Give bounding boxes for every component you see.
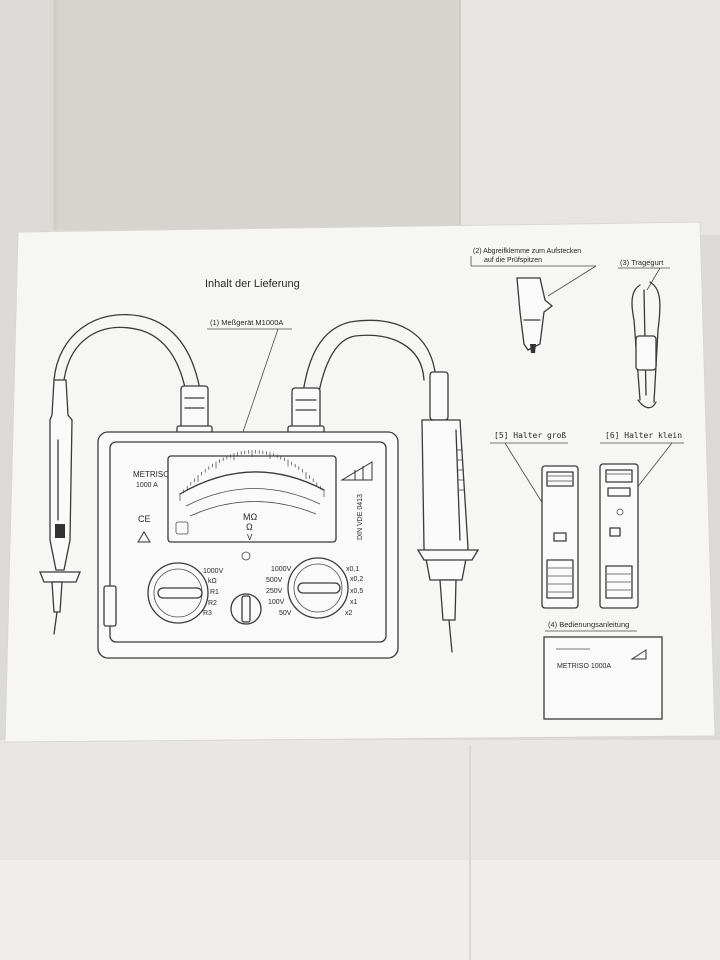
right-dial-50v: 50V: [279, 610, 292, 617]
clip-label-line2: auf die Prüfspitzen: [484, 257, 542, 264]
meter-brand: METRISO: [133, 470, 169, 479]
test-button[interactable]: [230, 551, 262, 625]
holder-large-drawing: [541, 465, 579, 609]
left-dial-r1: R1: [210, 589, 219, 596]
holder-small-label: [6] Halter klein: [605, 431, 682, 440]
right-dial-x1: x1: [350, 599, 358, 606]
unit-v: V: [247, 533, 253, 542]
clip-drawing: [516, 277, 554, 353]
manual-label: (4) Bedienungsanleitung: [548, 620, 629, 629]
left-dial-r3: R3: [203, 610, 212, 617]
zero-adjust: [175, 521, 189, 535]
sheet-title: Inhalt der Lieferung: [205, 278, 300, 290]
meter-label: (1) Meßgerät M1000A: [210, 318, 283, 327]
right-dial-x05: x0,5: [350, 588, 363, 595]
right-dial-1000v: 1000V: [271, 566, 292, 573]
unit-ohm: Ω: [246, 522, 253, 532]
warning-triangle-icon: [137, 531, 151, 543]
left-dial-r2: R2: [208, 600, 217, 607]
right-dial-500v: 500V: [266, 577, 283, 584]
holder-small-drawing: [599, 463, 639, 609]
manual-cover-title: METRISO 1000A: [557, 663, 611, 670]
left-dial-1000v: 1000V: [203, 568, 224, 575]
left-dial-kohm: kΩ: [208, 578, 217, 585]
right-dial-x01: x0,1: [346, 566, 359, 573]
right-dial-250v: 250V: [266, 588, 283, 595]
right-dial-x02: x0,2: [350, 576, 363, 583]
right-voltage-dial[interactable]: [287, 557, 349, 619]
meter-model: 1000 A: [136, 482, 158, 489]
ce-mark: CE: [138, 514, 151, 524]
manual-cover: [543, 636, 663, 720]
holder-large-label: [5] Halter groß: [494, 431, 566, 440]
clip-label-line1: (2) Abgreifklemme zum Aufstecken: [473, 248, 581, 255]
left-test-probe: [39, 314, 213, 635]
standard-text: DIN VDE 0413: [357, 494, 364, 540]
right-dial-100v: 100V: [268, 599, 285, 606]
right-dial-x2: x2: [345, 610, 353, 617]
meter-logo-icon: [340, 461, 373, 481]
scale-ticks: [179, 450, 325, 501]
strap-label: (3) Tragegurt: [620, 258, 664, 267]
unit-mohm: MΩ: [243, 512, 257, 522]
right-test-probe: [287, 319, 480, 653]
strap-drawing: [631, 281, 661, 409]
left-range-dial[interactable]: [147, 562, 209, 624]
